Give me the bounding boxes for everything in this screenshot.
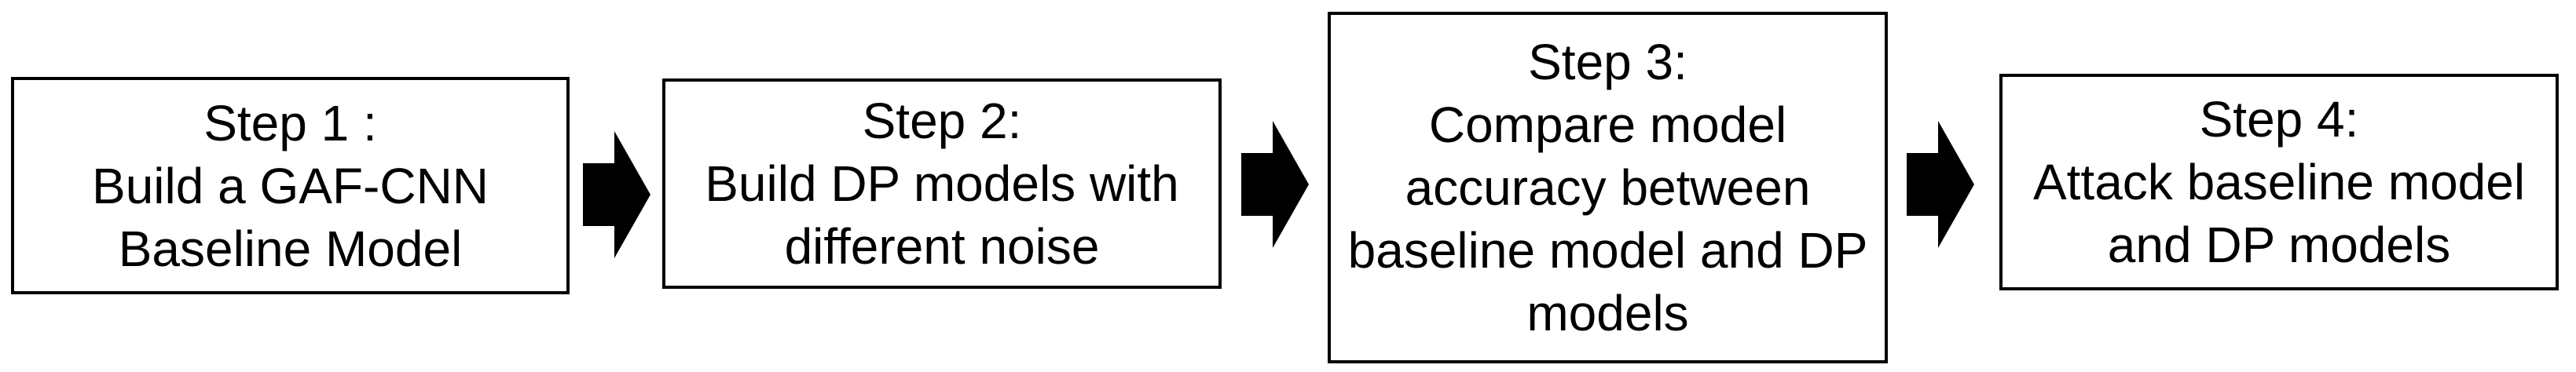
step-3-text-line: models (1526, 285, 1689, 341)
step-4-box: Step 4: Attack baseline model and DP mod… (1999, 74, 2559, 290)
step-3-title: Step 3: (1528, 34, 1687, 90)
step-3-box: Step 3: Compare model accuracy between b… (1328, 12, 1888, 363)
step-1-text-line: Baseline Model (118, 220, 463, 277)
step-2-text-line: Build DP models with (705, 155, 1179, 212)
step-3-text-line: Compare model (1428, 97, 1787, 153)
right-arrow-icon (583, 131, 650, 258)
step-4-text-line: Attack baseline model (2032, 154, 2526, 210)
step-1-title: Step 1 : (203, 94, 377, 151)
right-arrow-icon (1241, 121, 1309, 248)
step-2-text-line: different noise (784, 218, 1100, 275)
step-3-text-line: accuracy between (1405, 159, 1811, 216)
step-3-text-line: baseline model and DP (1347, 222, 1868, 279)
right-arrow-icon (1907, 121, 1974, 248)
step-2-box: Step 2: Build DP models with different n… (662, 78, 1222, 289)
step-1-box: Step 1 : Build a GAF-CNN Baseline Model (11, 77, 570, 294)
step-1-text-line: Build a GAF-CNN (92, 157, 489, 214)
step-2-title: Step 2: (862, 93, 1022, 149)
step-4-title: Step 4: (2199, 91, 2359, 148)
step-4-text-line: and DP models (2107, 217, 2451, 273)
